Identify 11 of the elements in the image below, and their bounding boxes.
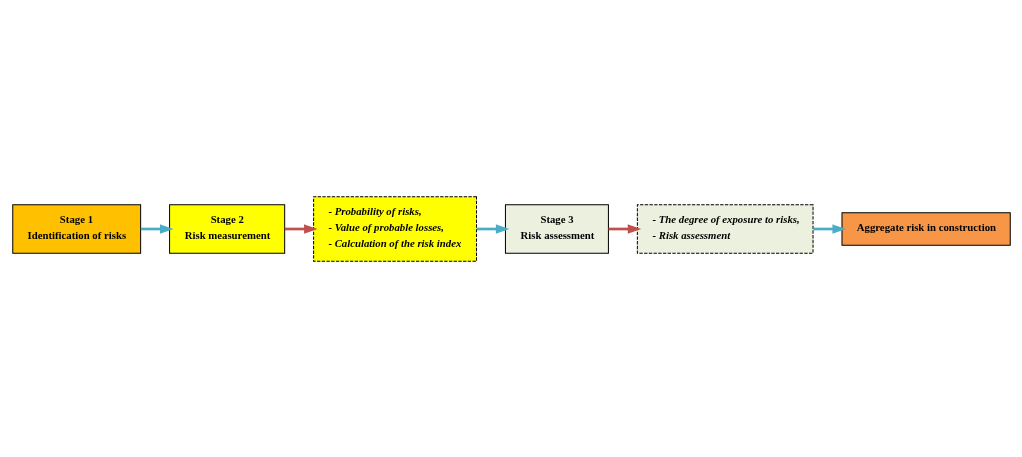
node-box: Stage 1 Identification of risks <box>11 203 141 254</box>
node-box: - The degree of exposure to risks, - Risk assessment <box>636 203 814 254</box>
node-box: Aggregate risk in construction <box>840 211 1011 246</box>
arrow <box>284 223 318 234</box>
node-box: - Probability of risks, - Value of probable losses, - Calculation of the risk index <box>312 195 477 262</box>
arrow <box>608 223 641 234</box>
arrow <box>140 223 173 234</box>
arrow <box>812 223 846 234</box>
node-box: Stage 3 Risk assessment <box>504 203 609 254</box>
node-box: Stage 2 Risk measurement <box>168 203 285 254</box>
arrow <box>476 223 509 234</box>
